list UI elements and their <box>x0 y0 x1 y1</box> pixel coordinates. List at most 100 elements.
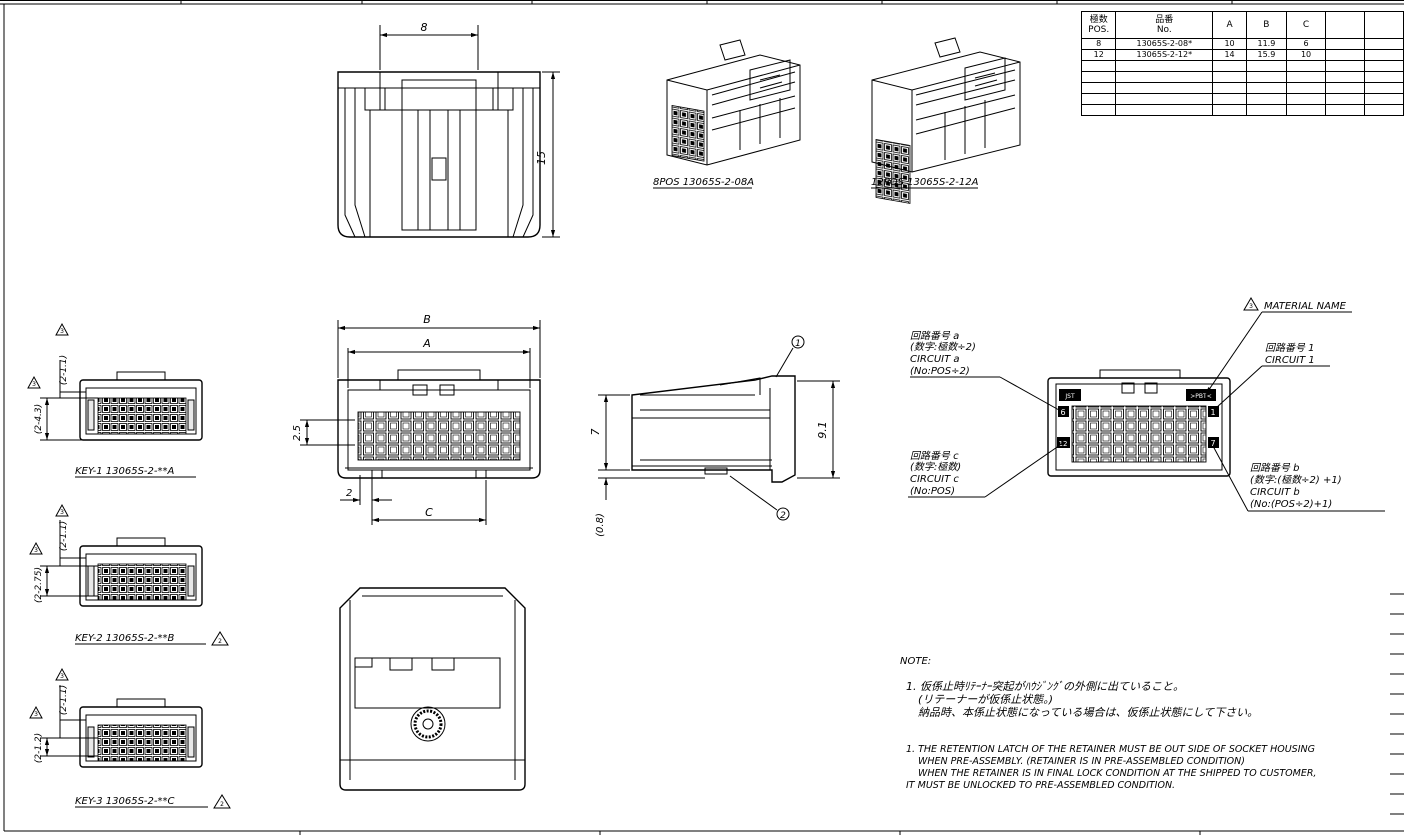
dim-front-A: A <box>422 337 431 350</box>
circuit-c-jp: 回路番号 c <box>910 450 959 462</box>
key3-dim-b: (2-1.2) <box>34 733 44 763</box>
table-cell <box>1115 60 1214 72</box>
circuit-c-en2: (No:POS) <box>910 486 955 497</box>
key1-rev-a: 3 <box>60 328 64 335</box>
key3-rev-b: 3 <box>34 711 38 718</box>
table-cell <box>1080 82 1117 94</box>
table-cell <box>1080 71 1117 83</box>
dim-front-pitch: 2.5 <box>292 425 303 441</box>
table-cell <box>1285 71 1327 83</box>
key2-dim-a: (2-1.1) <box>59 521 69 551</box>
mark-right: >PBT< <box>1190 393 1211 400</box>
table-header-cell: C <box>1285 11 1327 39</box>
table-cell <box>1325 71 1366 83</box>
key2-rev-b: 3 <box>34 547 38 554</box>
circuit-c-en: CIRCUIT c <box>910 474 959 485</box>
key-view-2: (2-2.75) (2-1.1) 3 3 KEY-2 13065S-2-**B … <box>29 503 229 646</box>
dim-front-B: B <box>423 313 431 326</box>
table-cell <box>1245 71 1287 83</box>
table-cell <box>1212 60 1247 72</box>
key-view-1: (2-4.3) (2-1.1) 3 3 KEY-1 13065S-2-**A <box>27 322 203 478</box>
dim-side-08: (0.8) <box>595 513 606 537</box>
circuit-a-jp: 回路番号 a <box>910 330 959 342</box>
table-cell: 10 <box>1285 49 1327 61</box>
key2-rev-a: 3 <box>60 509 64 516</box>
dim-side-7: 7 <box>589 429 602 436</box>
table-cell <box>1364 71 1404 83</box>
key1-label: KEY-1 13065S-2-**A <box>75 466 174 477</box>
side-view: 1 2 7 (0.8) 9.1 <box>589 335 840 537</box>
rear-view <box>339 587 526 791</box>
table-cell <box>1080 60 1117 72</box>
key3-dim-a: (2-1.1) <box>59 685 69 715</box>
table-cell: 15.9 <box>1245 49 1287 61</box>
dim-front-2: 2 <box>346 488 352 499</box>
table-cell <box>1285 104 1327 116</box>
table-header-cell <box>1325 11 1366 39</box>
key3-rev-c: 2 <box>220 801 224 808</box>
pos-7: 7 <box>1210 439 1215 448</box>
note-en2: WHEN PRE-ASSEMBLY. (RETAINER IS IN PRE-A… <box>918 756 1245 767</box>
table-cell <box>1115 82 1214 94</box>
dim-top-width: 8 <box>421 21 428 34</box>
table-header-cell <box>1364 11 1404 39</box>
circuit-view: JST >PBT< 6 1 12 7 3 MATERIAL NAME 回路番号 … <box>908 297 1385 512</box>
table-cell <box>1364 38 1404 50</box>
table-row <box>1080 60 1404 72</box>
table-cell: 13065S-2-12* <box>1115 49 1214 61</box>
circuit-c-jp2: (数字:極数) <box>910 461 961 473</box>
table-cell <box>1212 71 1247 83</box>
pos-6: 6 <box>1060 408 1065 417</box>
callout-1: 1 <box>795 339 801 349</box>
table-cell <box>1245 60 1287 72</box>
circuit-1-en: CIRCUIT 1 <box>1265 355 1315 366</box>
front-view: B A 2.5 2 C <box>292 313 541 525</box>
table-cell: 12 <box>1080 49 1117 61</box>
material-name: MATERIAL NAME <box>1264 301 1347 312</box>
table-cell <box>1325 60 1366 72</box>
table-row <box>1080 93 1404 105</box>
table-cell: 14 <box>1212 49 1247 61</box>
table-cell <box>1245 93 1287 105</box>
iso-label-12: 12POS 13065S-2-12A <box>871 177 979 188</box>
circuit-a-en: CIRCUIT a <box>910 354 960 365</box>
table-cell <box>1364 93 1404 105</box>
note-jp3: 納品時、本係止状態になっている場合は、仮係止状態にして下さい。 <box>918 706 1258 719</box>
table-cell <box>1285 93 1327 105</box>
table-cell <box>1080 104 1117 116</box>
circuit-a-jp2: (数字:極数÷2) <box>910 341 976 353</box>
table-cell <box>1325 49 1366 61</box>
table-row <box>1080 104 1404 116</box>
table-cell <box>1212 82 1247 94</box>
dim-front-C: C <box>425 506 433 519</box>
circuit-b-jp: 回路番号 b <box>1250 462 1300 474</box>
key3-label: KEY-3 13065S-2-**C <box>75 796 174 807</box>
key1-dim-a: (2-1.1) <box>59 355 69 385</box>
iso-view-8pos: 8POS 13065S-2-08A <box>653 39 801 189</box>
table-cell: 6 <box>1285 38 1327 50</box>
key2-rev-c: 2 <box>218 638 222 645</box>
table-cell <box>1285 82 1327 94</box>
dim-top-height: 15 <box>535 151 548 165</box>
key1-dim-b: (2-4.3) <box>34 404 44 434</box>
key-view-3: (2-1.2) (2-1.1) 3 3 KEY-3 13065S-2-**C 2 <box>29 667 231 809</box>
table-cell <box>1285 60 1327 72</box>
circuit-b-en: CIRCUIT b <box>1250 487 1300 498</box>
circuit-1-jp: 回路番号 1 <box>1265 342 1315 354</box>
table-row <box>1080 71 1404 83</box>
dim-side-91: 9.1 <box>816 421 829 439</box>
key1-rev-b: 3 <box>32 381 36 388</box>
pos-12: 12 <box>1059 440 1068 448</box>
iso-view-12pos: 12POS 13065S-2-12A <box>871 37 1021 204</box>
table-header-cell: A <box>1212 11 1247 39</box>
note-jp2: (リテーナーが仮係止状態。) <box>918 693 1053 706</box>
notes: NOTE: 1. 仮係止時ﾘﾃｰﾅｰ突起がﾊｳｼﾞﾝｸﾞの外側に出ていること。 … <box>900 656 1316 791</box>
key2-dim-b: (2-2.75) <box>34 567 44 603</box>
